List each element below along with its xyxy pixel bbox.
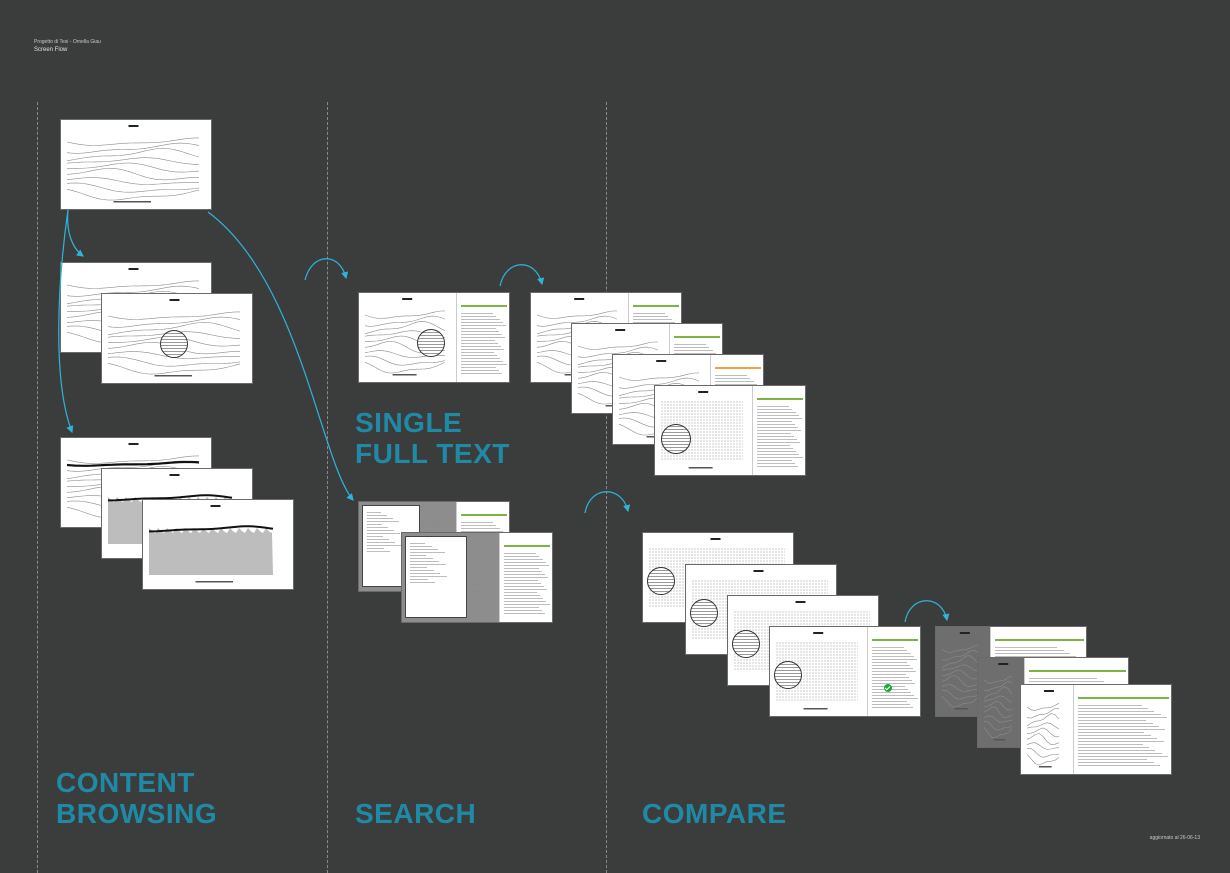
arrow-to-detail — [67, 209, 84, 257]
progress-bar — [757, 398, 803, 400]
popup-lines — [410, 543, 460, 585]
text-panel — [456, 293, 509, 382]
progress-bar — [715, 367, 761, 369]
screen-full-text — [655, 386, 805, 475]
body-text-lines — [1078, 705, 1169, 768]
column-divider-left — [37, 102, 38, 873]
arrow-loop-single — [304, 258, 349, 281]
arrow-loop-single-2 — [499, 264, 545, 287]
magnifier-lens — [417, 329, 445, 357]
body-text-lines — [504, 553, 550, 616]
magnifier-lens — [732, 630, 760, 658]
body-text-lines — [872, 647, 918, 710]
section-title-line: CONTENT — [56, 767, 195, 798]
progress-bar — [633, 305, 679, 307]
column-divider-middle — [327, 102, 328, 873]
section-title-compare: COMPARE — [642, 798, 787, 829]
progress-bar — [674, 336, 720, 338]
body-text-lines — [461, 313, 507, 376]
progress-bar — [995, 639, 1084, 641]
body-text-lines — [757, 406, 803, 469]
magnifier-lens — [774, 661, 802, 689]
magnifier-lens — [690, 599, 718, 627]
text-panel — [752, 386, 805, 475]
section-title-line: SINGLE — [355, 407, 463, 438]
screen-full-text — [359, 293, 509, 382]
search-popup — [406, 537, 466, 617]
arrow-loop-compare-2 — [904, 600, 950, 623]
popup-lines — [367, 512, 413, 554]
screen-compare-texts — [1021, 685, 1171, 774]
text-panel — [1073, 685, 1171, 774]
section-title-line: FULL TEXT — [355, 438, 510, 469]
screen-detail — [102, 294, 252, 383]
progress-bar — [1029, 670, 1126, 672]
screen-compare-confirm — [770, 627, 920, 716]
chart-preview — [983, 663, 1013, 741]
magnifier-lens — [160, 330, 188, 358]
screen-search — [402, 533, 552, 622]
progress-bar — [872, 639, 918, 641]
section-title-line: BROWSING — [56, 798, 218, 829]
chart-preview — [941, 632, 979, 710]
section-title-single-full-text: SINGLE FULL TEXT — [355, 407, 510, 469]
progress-bar — [1078, 697, 1169, 699]
section-title-content-browsing: CONTENT BROWSING — [56, 767, 217, 829]
chart-preview — [149, 505, 274, 583]
section-title-search: SEARCH — [355, 798, 477, 829]
screen-stacked — [143, 500, 293, 589]
text-panel — [499, 533, 552, 622]
column-divider-right — [606, 102, 607, 873]
check-icon — [884, 684, 892, 692]
page-subtitle: Screen Flow — [34, 47, 68, 53]
chart-preview — [1026, 690, 1060, 768]
chart-preview — [66, 125, 200, 203]
text-panel — [867, 627, 920, 716]
screen-overview — [61, 120, 211, 209]
progress-bar — [461, 514, 507, 516]
magnifier-lens — [647, 567, 675, 595]
project-credit: Progetto di Tesi - Ornella Giau — [34, 39, 101, 45]
progress-bar — [461, 305, 507, 307]
magnifier-lens — [661, 424, 691, 454]
progress-bar — [504, 545, 550, 547]
update-date: aggiornato al 26-06-13 — [1149, 835, 1200, 841]
